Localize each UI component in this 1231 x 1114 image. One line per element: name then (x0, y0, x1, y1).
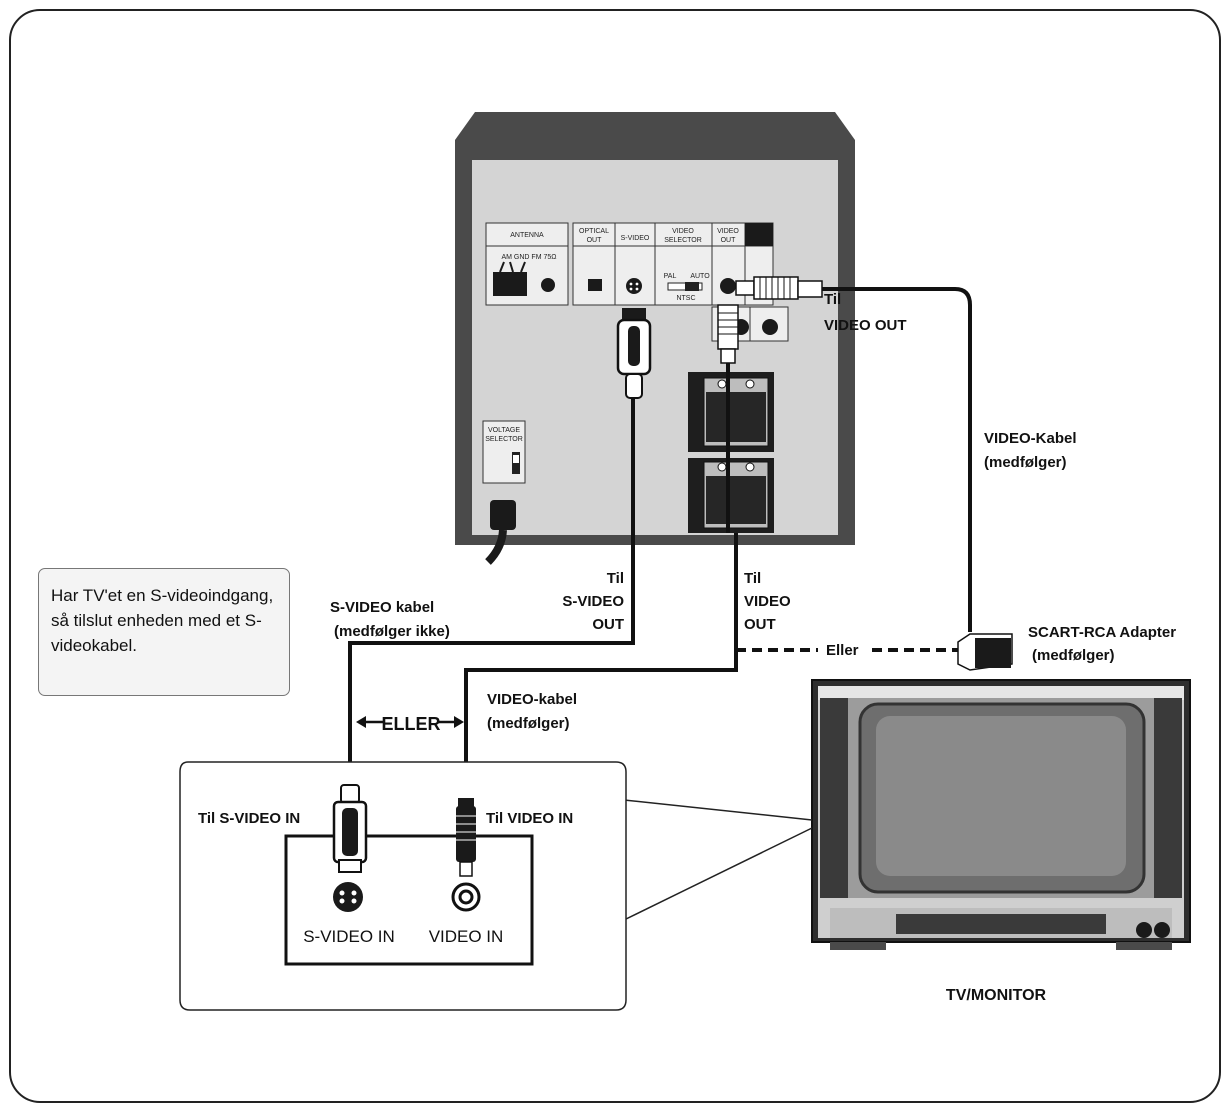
scart-rca-adapter (957, 633, 1013, 671)
tv-monitor (811, 679, 1191, 950)
s-video-note: Har TV'et en S-videoindgang, så tilslut … (38, 568, 290, 696)
tv-monitor-label: TV/MONITOR (946, 987, 1047, 1004)
s-video-in-jack (333, 882, 363, 912)
device-panel (472, 160, 838, 535)
input-callout (179, 761, 813, 1011)
cables (348, 287, 972, 800)
video-in-label: VIDEO IN (429, 927, 504, 946)
til-label-top: Til (824, 291, 841, 308)
video-kabel-mid-medfolger: (medfølger) (487, 715, 570, 732)
antenna-label: ANTENNA (510, 232, 544, 239)
video-selector-label-1: VIDEO (672, 228, 694, 235)
video-kabel-label: VIDEO-Kabel (984, 430, 1077, 447)
fm-jack (541, 278, 555, 292)
video-plug-vertical (717, 304, 739, 364)
til-video-out-mid-label-3: OUT (744, 616, 776, 633)
s-video-port-label: S-VIDEO (621, 235, 650, 242)
video-out-port-label-2: OUT (721, 237, 737, 244)
s-video-cable (348, 398, 635, 790)
ntsc-label: NTSC (676, 295, 695, 302)
tv-control-strip (896, 914, 1106, 934)
scart-adapter-label: SCART-RCA Adapter (1028, 624, 1176, 641)
s-video-kabel-label: S-VIDEO kabel (330, 599, 434, 616)
medfolger-label-right: (medfølger) (984, 454, 1067, 471)
voltage-selector-label-1: VOLTAGE (488, 427, 520, 434)
scart-medfolger-label: (medfølger) (1032, 647, 1115, 664)
til-s-video-out-label-2: S-VIDEO (562, 593, 624, 610)
video-selector-label-2: SELECTOR (664, 237, 702, 244)
eller-dashed-label: Eller (826, 642, 859, 659)
til-s-video-out-label-1: Til (607, 570, 624, 587)
video-kabel-mid-label: VIDEO-kabel (487, 691, 577, 708)
pal-label: PAL (664, 273, 677, 280)
antenna-terminal (493, 272, 527, 296)
video-out-jack (720, 278, 736, 294)
video-cable-mid (464, 533, 738, 800)
labels: Til VIDEO OUT VIDEO-Kabel (medfølger) Ti… (198, 291, 1176, 1004)
s-video-in-label: S-VIDEO IN (303, 927, 395, 946)
video-cable-right (822, 287, 972, 632)
antenna-terminals-label: AM GND FM 75Ω (501, 254, 556, 261)
s-video-port (626, 278, 642, 294)
til-video-out-mid-label-2: VIDEO (744, 593, 791, 610)
til-s-video-out-label-3: OUT (592, 616, 624, 633)
medfolger-ikke-label: (medfølger ikke) (334, 623, 450, 640)
auto-label: AUTO (690, 273, 710, 280)
til-s-video-in-label: Til S-VIDEO IN (198, 810, 300, 827)
video-out-label-top: VIDEO OUT (824, 317, 907, 334)
eller-arrow (356, 716, 464, 728)
voltage-selector-label-2: SELECTOR (485, 436, 523, 443)
power-cord (490, 500, 516, 530)
device-rear-panel: ANTENNA AM GND FM 75Ω OPTICAL OUT S-VIDE… (455, 112, 855, 565)
eller-arrow-label: ELLER (381, 714, 440, 734)
s-video-out-plug (616, 308, 652, 399)
video-out-plug (735, 276, 823, 300)
optical-out-label-1: OPTICAL (579, 228, 609, 235)
optical-out-label-2: OUT (587, 237, 603, 244)
tv-input-panel (284, 834, 534, 966)
til-video-in-label: Til VIDEO IN (486, 810, 573, 827)
optical-port (588, 279, 602, 291)
til-video-out-mid-label-1: Til (744, 570, 761, 587)
video-out-port-label-1: VIDEO (717, 228, 739, 235)
